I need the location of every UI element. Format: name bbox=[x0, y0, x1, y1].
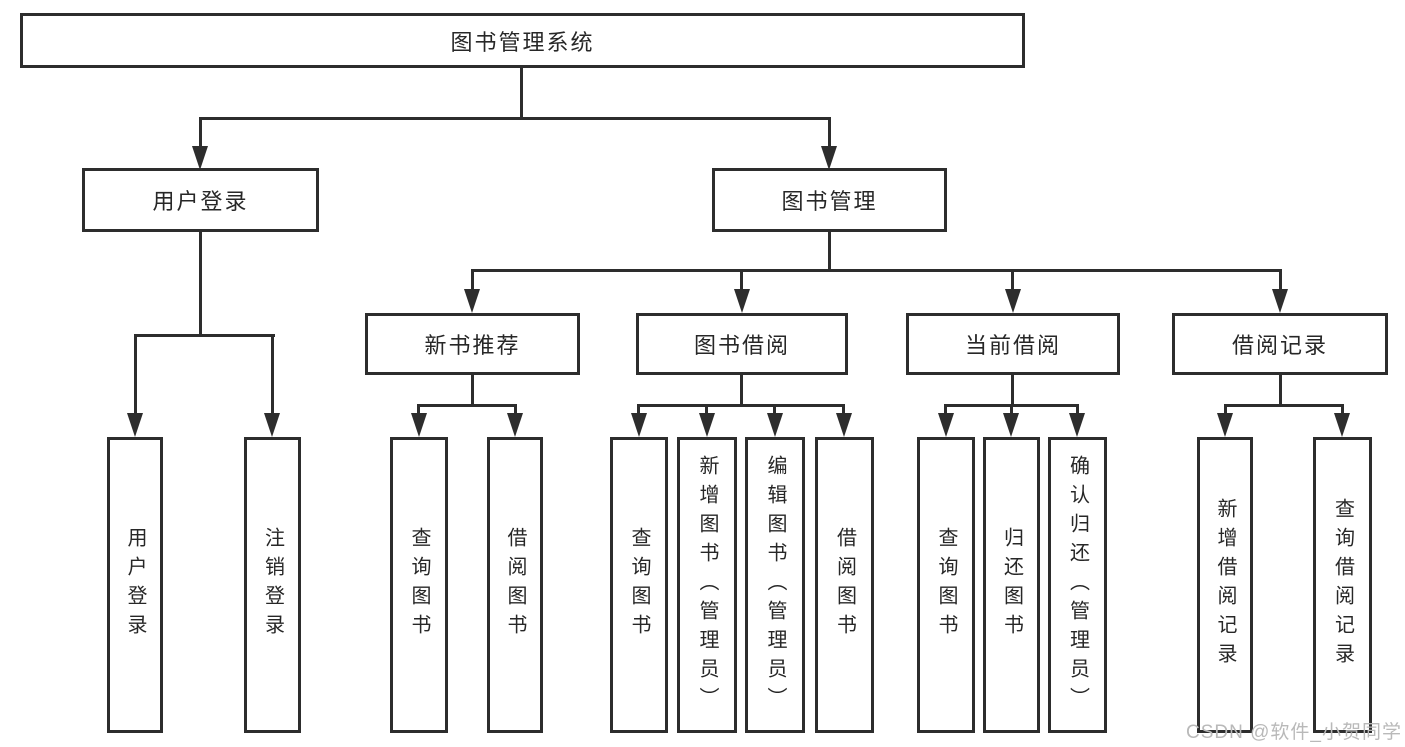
connector-new-book-stem bbox=[471, 375, 474, 406]
connector-current-borrowing-stem bbox=[1011, 375, 1014, 406]
arrow-to-nb-query bbox=[411, 413, 427, 437]
connector-book-management-stem bbox=[828, 232, 831, 270]
node-book-borrowing-label: 图书借阅 bbox=[693, 333, 790, 358]
leaf-add-books-admin: 新增图书（管理员） bbox=[677, 437, 737, 733]
arrow-to-cb-confirm bbox=[1069, 413, 1085, 437]
leaf-query-borrow-record: 查询借阅记录 bbox=[1313, 437, 1372, 733]
arrow-to-book-borrowing bbox=[734, 289, 750, 313]
node-user-login: 用户登录 bbox=[82, 168, 319, 232]
arrow-to-bb-query bbox=[631, 413, 647, 437]
arrow-to-borrow-records bbox=[1272, 289, 1288, 313]
leaf-user-login-action-label: 用户登录 bbox=[124, 527, 146, 643]
arrow-to-current-borrowing bbox=[1005, 289, 1021, 313]
node-new-book-recommend-label: 新书推荐 bbox=[424, 333, 521, 358]
connector-stem-user-login bbox=[199, 117, 202, 148]
connector-user-login-stem bbox=[199, 232, 202, 335]
connector-stem-bb-query bbox=[637, 404, 640, 415]
connector-stem-nb-borrow bbox=[514, 404, 517, 415]
arrow-to-bb-add bbox=[699, 413, 715, 437]
arrow-to-book-management bbox=[821, 146, 837, 170]
connector-stem-cb-return bbox=[1010, 404, 1013, 415]
node-current-borrowing-label: 当前借阅 bbox=[964, 333, 1061, 358]
connector-book-borrowing-stem bbox=[740, 375, 743, 406]
arrow-to-cb-return bbox=[1003, 413, 1019, 437]
connector-stem-login-leaf bbox=[134, 334, 137, 413]
leaf-newbook-borrow-books: 借阅图书 bbox=[487, 437, 543, 733]
csdn-watermark: CSDN @软件_小贺同学 bbox=[1186, 722, 1402, 743]
leaf-add-books-admin-label: 新增图书（管理员） bbox=[696, 454, 718, 716]
connector-borrow-records-stem bbox=[1279, 375, 1282, 406]
connector-stem-bb-borrow bbox=[842, 404, 845, 415]
leaf-newbook-query-books: 查询图书 bbox=[390, 437, 448, 733]
node-book-management-label: 图书管理 bbox=[781, 189, 878, 214]
leaf-newbook-borrow-books-label: 借阅图书 bbox=[504, 527, 526, 643]
connector-stem-book-management bbox=[828, 117, 831, 148]
leaf-current-query-books-label: 查询图书 bbox=[935, 527, 957, 643]
connector-stem-book-borrowing bbox=[740, 269, 743, 291]
node-book-borrowing: 图书借阅 bbox=[636, 313, 848, 375]
node-borrow-records: 借阅记录 bbox=[1172, 313, 1388, 375]
arrow-to-bb-edit bbox=[767, 413, 783, 437]
connector-stem-new-book bbox=[471, 269, 474, 291]
node-new-book-recommend: 新书推荐 bbox=[365, 313, 580, 375]
connector-stem-bb-edit bbox=[773, 404, 776, 415]
connector-borrow-records-bar bbox=[1224, 404, 1344, 407]
leaf-current-query-books: 查询图书 bbox=[917, 437, 975, 733]
connector-root-bar bbox=[199, 117, 831, 120]
connector-stem-bb-add bbox=[705, 404, 708, 415]
leaf-borrowing-borrow-books: 借阅图书 bbox=[815, 437, 874, 733]
connector-stem-current-borrowing bbox=[1011, 269, 1014, 291]
connector-root-stem bbox=[520, 68, 523, 118]
leaf-user-login-action: 用户登录 bbox=[107, 437, 163, 733]
arrow-to-br-query bbox=[1334, 413, 1350, 437]
leaf-logout-action: 注销登录 bbox=[244, 437, 301, 733]
leaf-add-borrow-record: 新增借阅记录 bbox=[1197, 437, 1253, 733]
leaf-borrowing-query-books-label: 查询图书 bbox=[628, 527, 650, 643]
leaf-borrowing-query-books: 查询图书 bbox=[610, 437, 668, 733]
node-borrow-records-label: 借阅记录 bbox=[1231, 333, 1328, 358]
leaf-edit-books-admin-label: 编辑图书（管理员） bbox=[764, 454, 786, 716]
leaf-query-borrow-record-label: 查询借阅记录 bbox=[1331, 498, 1354, 672]
connector-book-borrowing-bar bbox=[637, 404, 845, 407]
leaf-borrowing-borrow-books-label: 借阅图书 bbox=[833, 527, 856, 643]
node-book-management: 图书管理 bbox=[712, 168, 947, 232]
leaf-confirm-return-admin-label: 确认归还（管理员） bbox=[1066, 454, 1089, 716]
connector-stem-br-add bbox=[1224, 404, 1227, 415]
node-root-label: 图书管理系统 bbox=[450, 29, 595, 55]
arrow-to-cb-query bbox=[938, 413, 954, 437]
arrow-to-new-book bbox=[464, 289, 480, 313]
leaf-newbook-query-books-label: 查询图书 bbox=[408, 527, 430, 643]
arrow-to-login-leaf bbox=[127, 413, 143, 437]
leaf-return-books: 归还图书 bbox=[983, 437, 1040, 733]
leaf-add-borrow-record-label: 新增借阅记录 bbox=[1214, 498, 1236, 672]
arrow-to-bb-borrow bbox=[836, 413, 852, 437]
connector-book-management-bar bbox=[471, 269, 1282, 272]
leaf-edit-books-admin: 编辑图书（管理员） bbox=[745, 437, 805, 733]
leaf-logout-action-label: 注销登录 bbox=[261, 527, 284, 643]
node-root-system: 图书管理系统 bbox=[20, 13, 1025, 68]
leaf-return-books-label: 归还图书 bbox=[1000, 527, 1023, 643]
connector-stem-nb-query bbox=[417, 404, 420, 415]
connector-stem-borrow-records bbox=[1279, 269, 1282, 291]
arrow-to-logout-leaf bbox=[264, 413, 280, 437]
connector-user-login-bar bbox=[134, 334, 275, 337]
leaf-confirm-return-admin: 确认归还（管理员） bbox=[1048, 437, 1107, 733]
arrow-to-nb-borrow bbox=[507, 413, 523, 437]
node-current-borrowing: 当前借阅 bbox=[906, 313, 1120, 375]
connector-stem-cb-query bbox=[944, 404, 947, 415]
connector-stem-cb-confirm bbox=[1076, 404, 1079, 415]
arrow-to-br-add bbox=[1217, 413, 1233, 437]
node-user-login-label: 用户登录 bbox=[152, 189, 249, 214]
connector-new-book-bar bbox=[417, 404, 517, 407]
connector-stem-logout-leaf bbox=[271, 334, 274, 413]
connector-stem-br-query bbox=[1341, 404, 1344, 415]
arrow-to-user-login bbox=[192, 146, 208, 170]
